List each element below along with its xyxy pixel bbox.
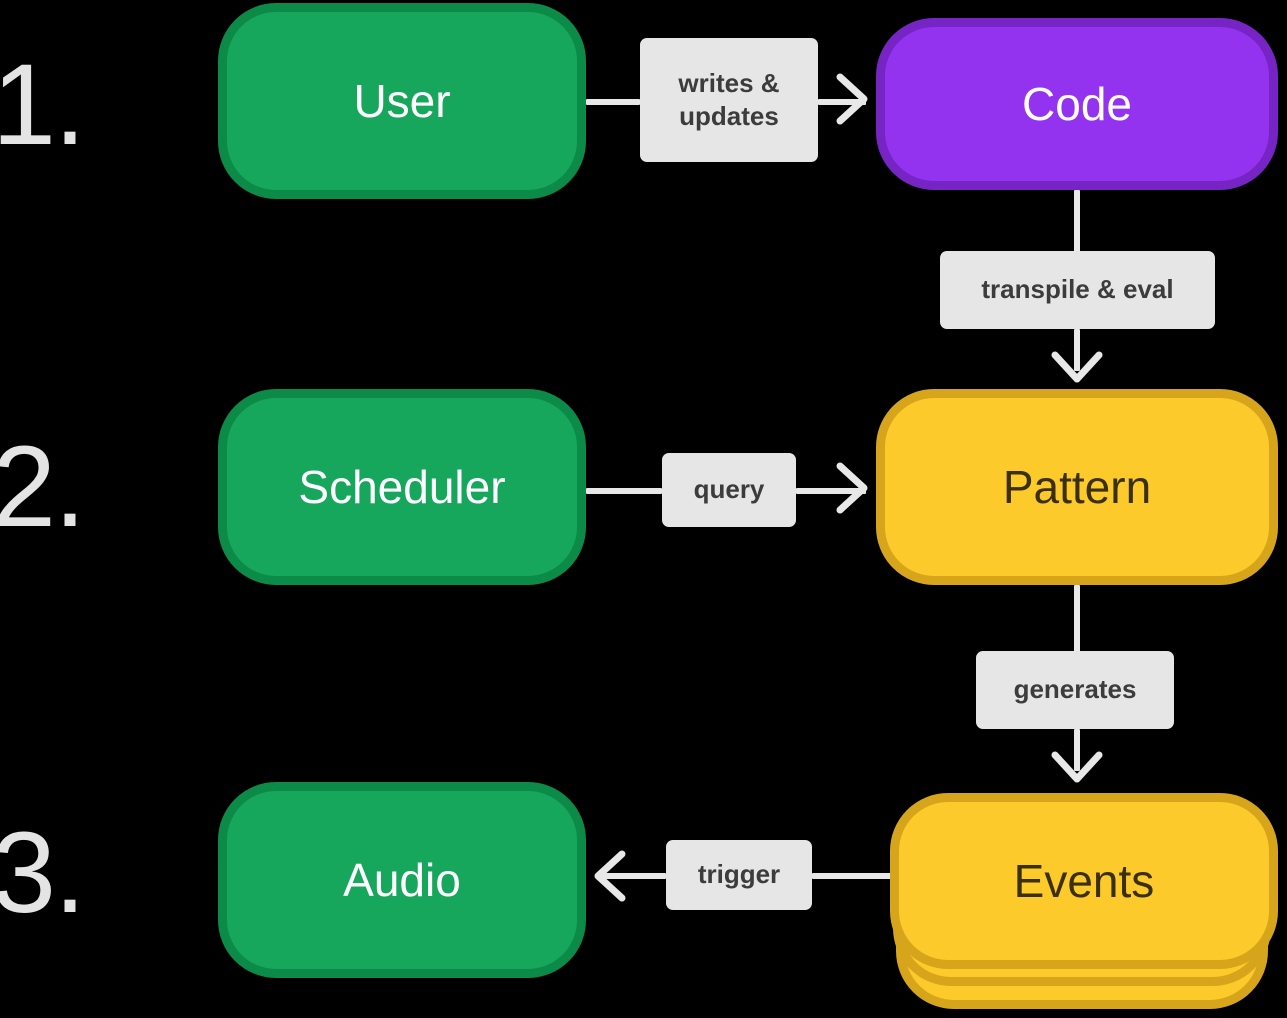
node-user[interactable]: User	[218, 3, 586, 199]
edge-line-pattern-to-events-bottom	[1074, 729, 1080, 771]
node-code[interactable]: Code	[876, 18, 1278, 190]
step-number-3: 3.	[0, 809, 86, 937]
node-events[interactable]: Events	[890, 793, 1287, 1018]
edge-label-trigger: trigger	[666, 840, 812, 910]
edge-label-writes-updates: writes & updates	[640, 38, 818, 162]
step-number-2: 2.	[0, 423, 86, 551]
edge-line-code-to-pattern-bottom	[1074, 329, 1080, 371]
node-scheduler-label: Scheduler	[298, 461, 506, 513]
node-audio-label: Audio	[343, 854, 461, 906]
node-scheduler[interactable]: Scheduler	[218, 389, 586, 585]
node-events-label: Events	[1013, 855, 1155, 907]
node-code-label: Code	[1022, 78, 1132, 130]
node-pattern-label: Pattern	[1002, 461, 1152, 513]
edge-label-generates: generates	[976, 651, 1174, 729]
edge-line-user-to-code-right	[818, 99, 866, 105]
edge-line-events-to-audio-right	[812, 873, 896, 879]
edge-label-query: query	[662, 453, 796, 527]
edge-line-events-to-audio-left	[602, 873, 666, 879]
edge-line-user-to-code-left	[586, 99, 640, 105]
edge-line-pattern-to-events-top	[1074, 585, 1080, 653]
step-number-1: 1.	[0, 41, 86, 169]
edge-line-code-to-pattern-top	[1074, 190, 1080, 255]
edge-line-scheduler-to-pattern-left	[586, 488, 662, 494]
node-audio[interactable]: Audio	[218, 782, 586, 978]
node-pattern[interactable]: Pattern	[876, 389, 1278, 585]
edge-label-transpile-eval: transpile & eval	[940, 251, 1215, 329]
events-stack-layer-front: Events	[890, 793, 1278, 969]
node-user-label: User	[353, 75, 451, 127]
edge-line-scheduler-to-pattern-right	[796, 488, 866, 494]
